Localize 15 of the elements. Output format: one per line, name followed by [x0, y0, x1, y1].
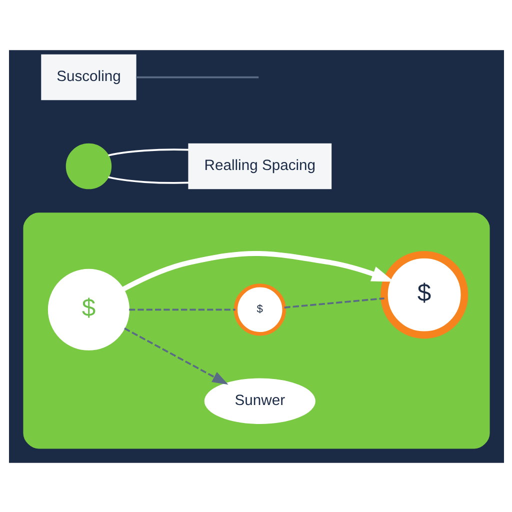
connector	[108, 148, 188, 156]
node-circle: $	[233, 283, 286, 336]
node-circle: $	[380, 250, 468, 338]
node-box: Suscoling	[40, 54, 136, 100]
cluster	[22, 212, 490, 448]
arrow	[124, 327, 228, 384]
connector	[128, 308, 235, 310]
node-box: Realling Spacing	[188, 142, 332, 189]
connector	[108, 176, 188, 184]
node-ellipse: Sunwer	[204, 378, 315, 424]
connector	[284, 296, 384, 308]
connector	[136, 76, 258, 78]
node-circle: $	[47, 268, 129, 350]
arrow	[122, 250, 394, 291]
node-circle	[65, 142, 112, 189]
